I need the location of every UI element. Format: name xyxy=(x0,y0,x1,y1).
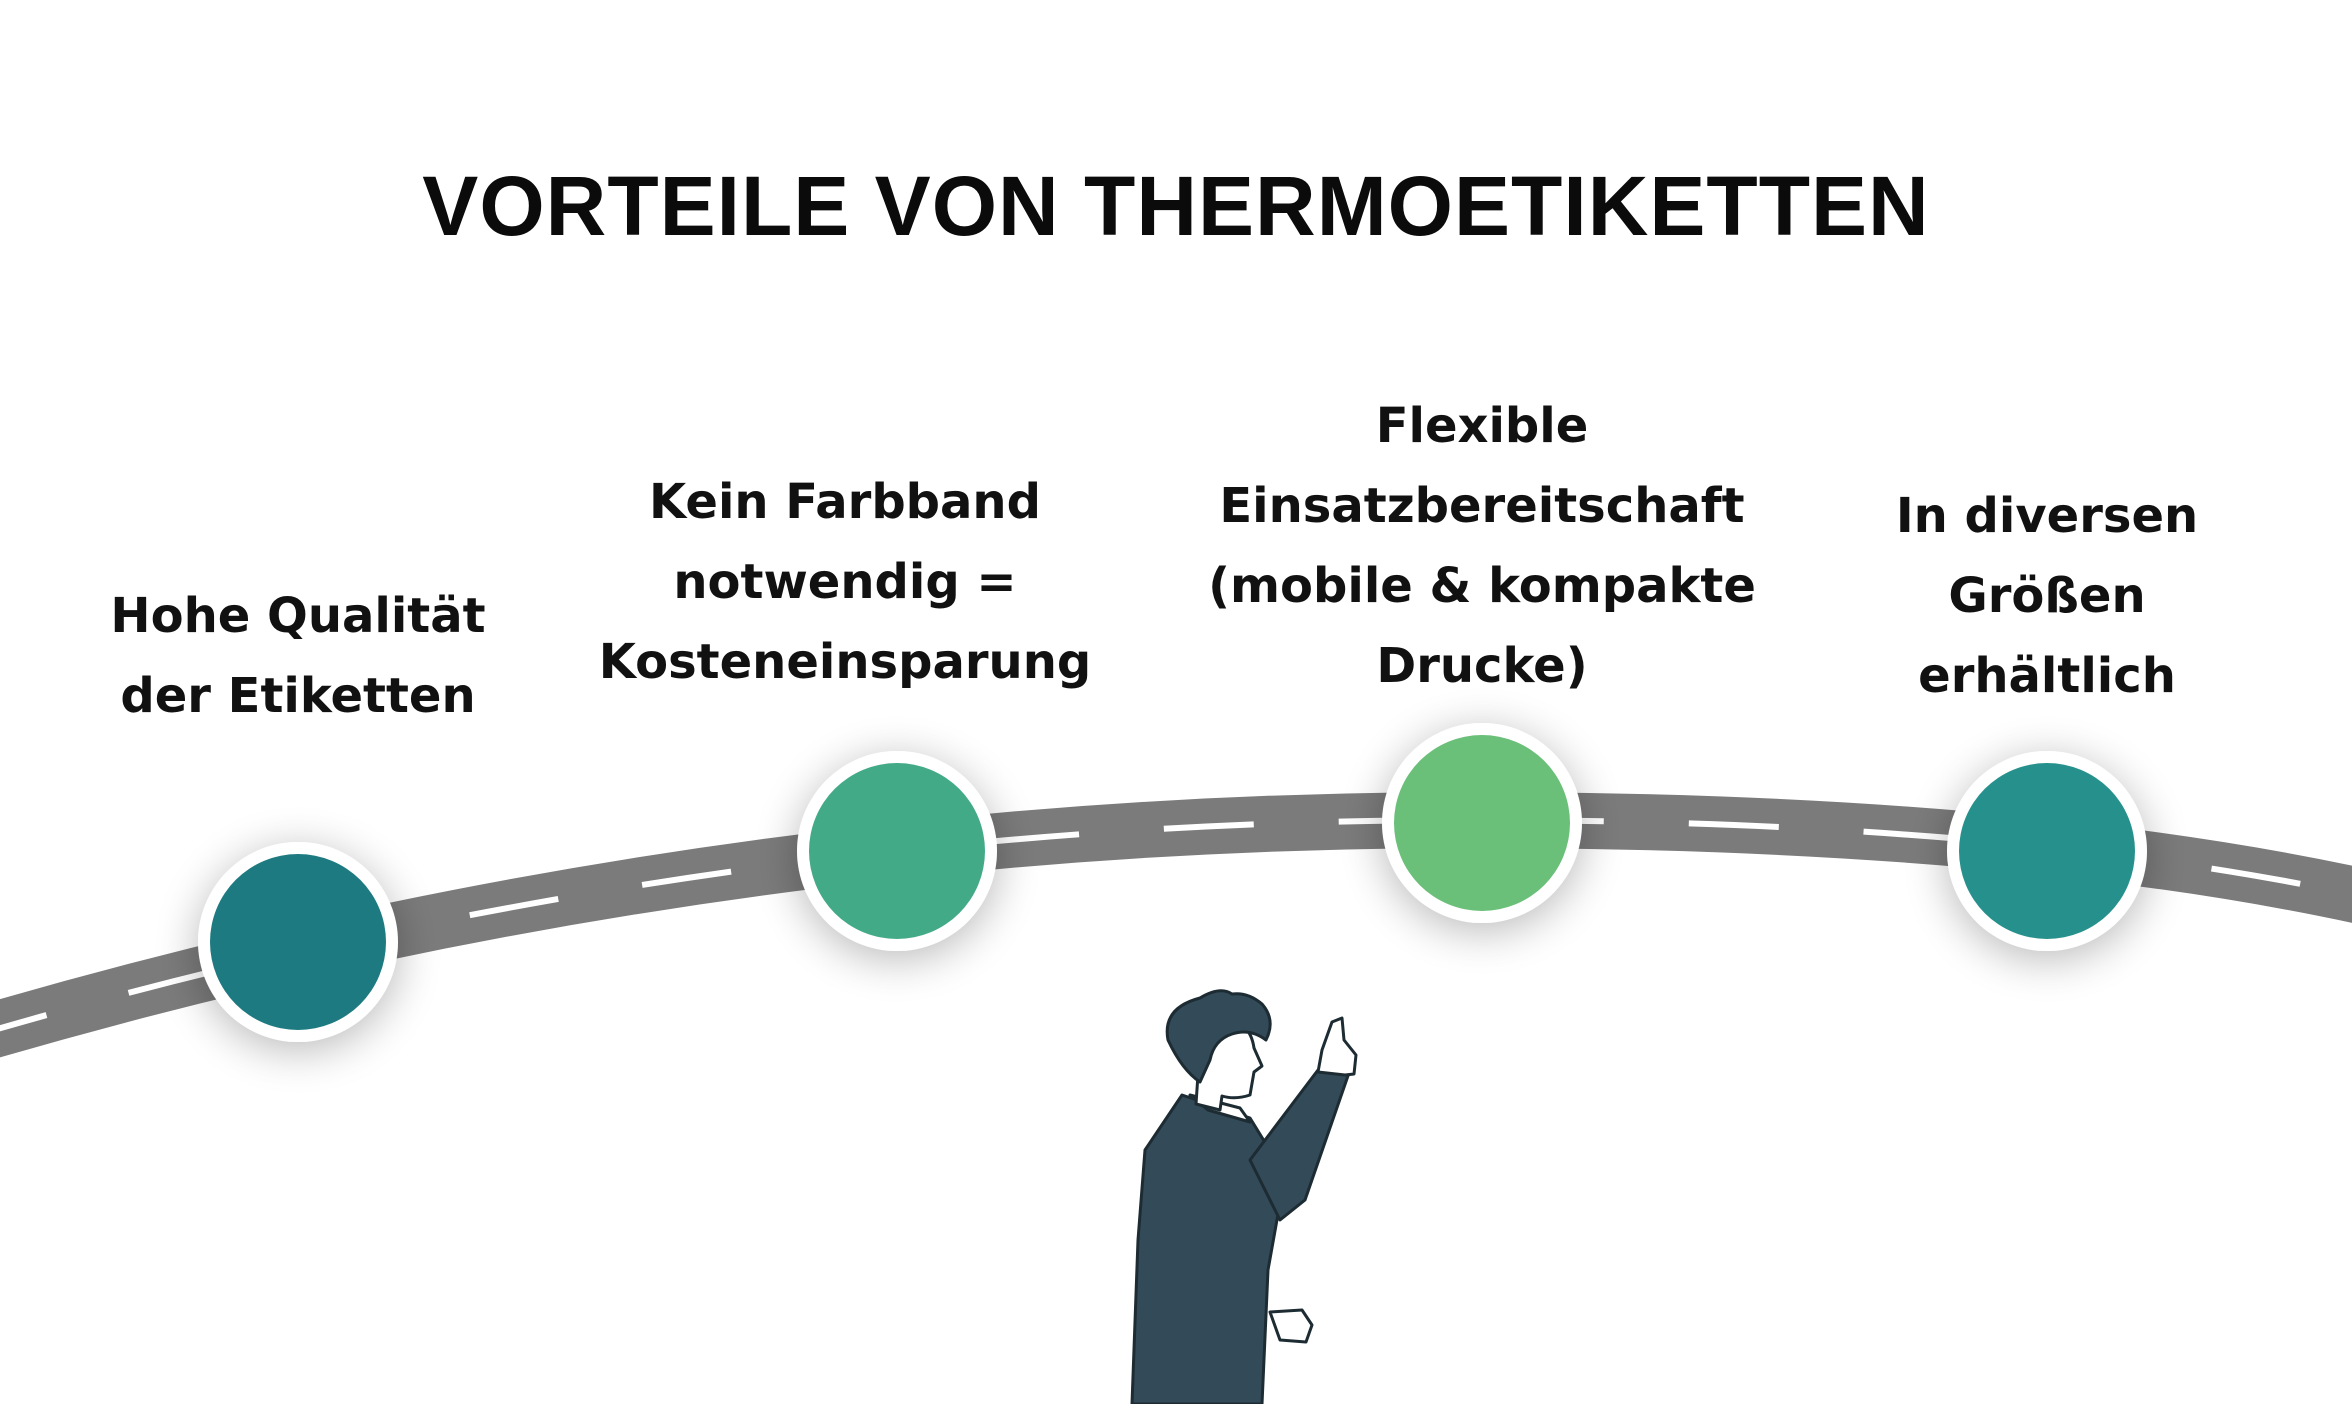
milestone-marker-1 xyxy=(198,842,398,1042)
figure-raised-arm xyxy=(1248,1068,1352,1222)
figure-raised-hand xyxy=(1316,1016,1358,1077)
milestone-dot xyxy=(1959,763,2135,939)
milestone-label-4: In diversen Größen erhältlich xyxy=(1895,488,2199,704)
figure-coat xyxy=(1130,1093,1287,1404)
milestone-marker-4 xyxy=(1947,751,2147,951)
milestone-label-2: Kein Farbband notwendig = Kosteneinsparu… xyxy=(598,474,1092,690)
milestone-label-1: Hohe Qualität der Etiketten xyxy=(110,588,486,724)
milestone-marker-3 xyxy=(1382,723,1582,923)
milestone-marker-2 xyxy=(797,751,997,951)
pointing-man-illustration xyxy=(1130,989,1358,1404)
milestone-dot xyxy=(809,763,985,939)
milestone-label-3: Flexible Einsatzbereitschaft (mobile & k… xyxy=(1208,398,1756,694)
milestone-dot xyxy=(210,854,386,1030)
page-title: VORTEILE VON THERMOETIKETTEN xyxy=(422,159,1930,253)
figure-hair xyxy=(1165,989,1272,1084)
figure-lower-hand xyxy=(1268,1308,1314,1344)
milestone-dot xyxy=(1394,735,1570,911)
